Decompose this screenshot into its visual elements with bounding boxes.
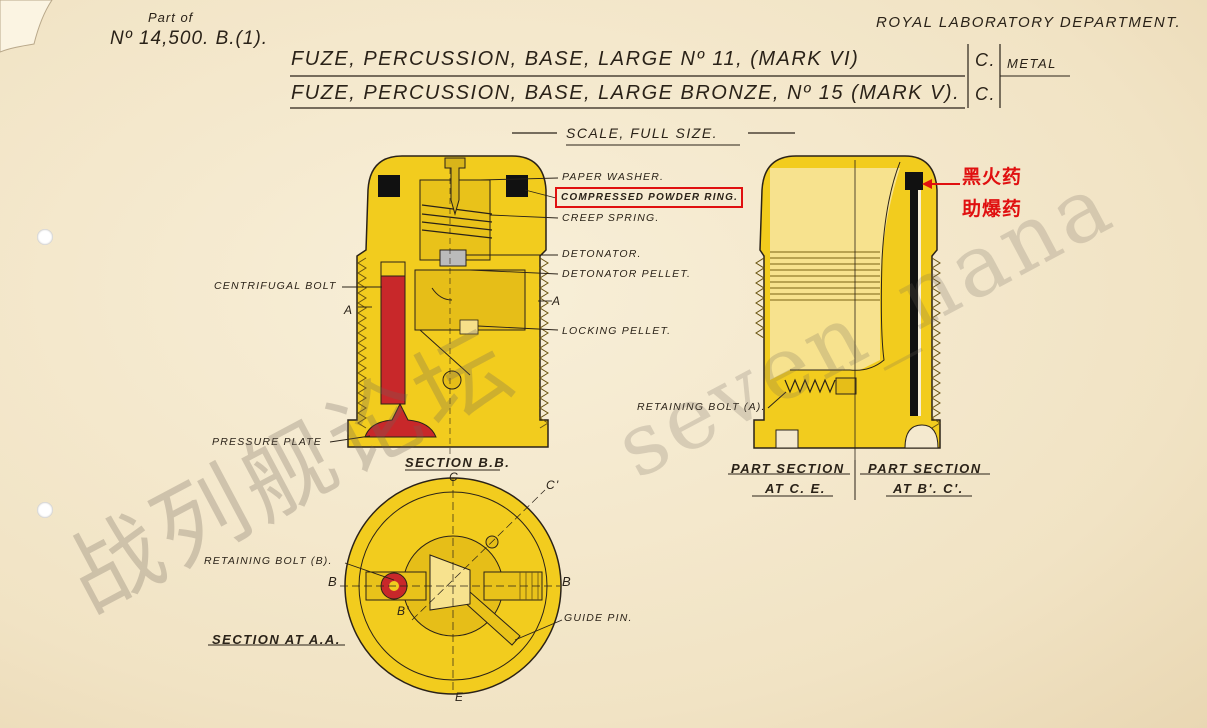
label-retaining-bolt-a: RETAINING BOLT (A). [637,401,766,413]
punch-hole-top [37,229,53,245]
annotation-black-powder: 黑火药 [962,166,1023,188]
label-locking-pellet: LOCKING PELLET. [562,325,672,337]
mark-b-prime: B' [397,604,410,618]
mark-e-bottom: E [455,690,465,704]
caption-section-bb: SECTION B.B. [405,455,511,470]
part-of-label: Part of [148,10,194,25]
label-pressure-plate: PRESSURE PLATE [212,436,322,448]
doc-number: Nº 14,500. B.(1). [110,28,269,49]
label-detonator: DETONATOR. [562,248,642,260]
code-1: C. [975,50,996,70]
title-line-2: FUZE, PERCUSSION, BASE, LARGE BRONZE, Nº… [291,82,961,104]
caption-part-section-bc-1: PART SECTION [868,461,982,476]
label-retaining-bolt-b: RETAINING BOLT (B). [204,555,333,567]
label-detonator-pellet: DETONATOR PELLET. [562,268,692,280]
label-creep-spring: CREEP SPRING. [562,212,660,224]
section-bb-drawing [347,155,549,460]
mark-a-left: A [344,303,354,317]
caption-part-section-ce-1: PART SECTION [731,461,845,476]
label-compressed-powder-ring: COMPRESSED POWDER RING. [561,192,739,203]
annotation-booster: 助爆药 [962,198,1023,220]
label-paper-washer: PAPER WASHER. [562,171,665,183]
label-guide-pin: GUIDE PIN. [564,612,633,624]
mark-b-left: B [328,574,338,589]
title-line-1: FUZE, PERCUSSION, BASE, LARGE Nº 11, (MA… [291,48,860,70]
label-centrifugal-bolt: CENTRIFUGAL BOLT [214,280,337,292]
punch-hole-bottom [37,502,53,518]
part-section-drawing [753,155,941,460]
department-label: ROYAL LABORATORY DEPARTMENT. [876,14,1182,31]
mark-a-right: A [552,294,562,308]
mark-c-top: C [449,470,459,484]
folded-corner [0,0,53,53]
section-aa-drawing [340,477,562,695]
highlight-box [555,187,743,208]
caption-section-aa: SECTION AT A.A. [212,632,341,647]
caption-part-section-ce-2: AT C. E. [765,481,826,496]
caption-part-section-bc-2: AT B'. C'. [893,481,964,496]
material-label: METAL [1007,56,1057,71]
scale-label: SCALE, FULL SIZE. [566,125,719,141]
mark-c-prime: C' [546,478,560,492]
code-2: C. [975,84,996,104]
mark-b-right: B [562,574,572,589]
annotation-arrow [922,179,960,189]
